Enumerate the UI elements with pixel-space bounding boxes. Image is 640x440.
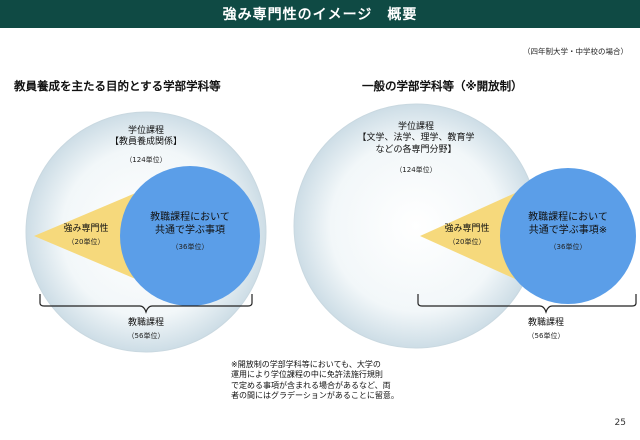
left-strength-label: 強み専門性 <box>63 224 109 234</box>
right-common-units: （36単位） <box>549 243 587 251</box>
footnote-line-2: 運用により学位課程の中に免許法施行規則 <box>231 370 383 380</box>
right-common-label: 教職課程において 共通で学ぶ事項※ <box>528 212 608 237</box>
left-degree-label: 学位課程 【教員養成関係】 <box>110 126 182 149</box>
right-teaching-bracket <box>417 294 637 314</box>
left-teaching-bracket <box>39 294 253 314</box>
title-bar: 強み専門性のイメージ 概要 <box>0 0 640 28</box>
right-common-line-1: 教職課程において <box>528 212 608 223</box>
right-teaching-units: （56単位） <box>527 332 565 340</box>
scope-note: （四年制大学・中学校の場合） <box>523 47 628 56</box>
left-teaching-label: 教職課程 <box>127 318 165 328</box>
left-degree-units: （124単位） <box>125 156 167 164</box>
left-common-units: （36単位） <box>171 243 209 251</box>
left-common-line-2: 共通で学ぶ事項 <box>154 224 225 236</box>
right-heading: 一般の学部学科等（※開放制） <box>362 79 523 93</box>
right-degree-field-2: などの各専門分野】 <box>375 144 457 155</box>
footnote-line-1: ※開放制の学部学科等においても、大学の <box>231 360 381 369</box>
left-common-line-1: 教職課程において <box>150 212 230 223</box>
footnote-line-3: で定める事項が含まれる場合があるなど、両 <box>231 380 391 390</box>
left-degree-field: 【教員養成関係】 <box>109 137 183 148</box>
right-common-line-2: 共通で学ぶ事項※ <box>528 224 608 236</box>
left-common-label: 教職課程において 共通で学ぶ事項 <box>150 212 230 237</box>
left-common-circle <box>120 166 260 306</box>
right-teaching-label: 教職課程 <box>527 318 565 328</box>
footnote-line-4: 者の間にはグラデーションがあることに留意。 <box>231 391 399 401</box>
page-number: 25 <box>614 418 626 428</box>
right-strength-label: 強み専門性 <box>444 224 490 234</box>
left-strength-units: （20単位） <box>67 238 105 246</box>
left-teaching-units: （56単位） <box>127 332 165 340</box>
right-degree-label: 学位課程 【文学、法学、理学、教育学 などの各専門分野】 <box>357 122 474 156</box>
right-degree-field-1: 【文学、法学、理学、教育学 <box>357 133 475 144</box>
right-common-circle <box>500 168 636 304</box>
left-heading: 教員養成を主たる目的とする学部学科等 <box>14 79 221 93</box>
left-degree-title: 学位課程 <box>127 126 165 136</box>
right-degree-title: 学位課程 <box>397 122 435 132</box>
right-degree-units: （124単位） <box>395 166 437 174</box>
page-title: 強み専門性のイメージ 概要 <box>222 7 418 23</box>
right-strength-units: （20単位） <box>448 238 486 246</box>
footnote: ※開放制の学部学科等においても、大学の 運用により学位課程の中に免許法施行規則 … <box>231 360 399 402</box>
